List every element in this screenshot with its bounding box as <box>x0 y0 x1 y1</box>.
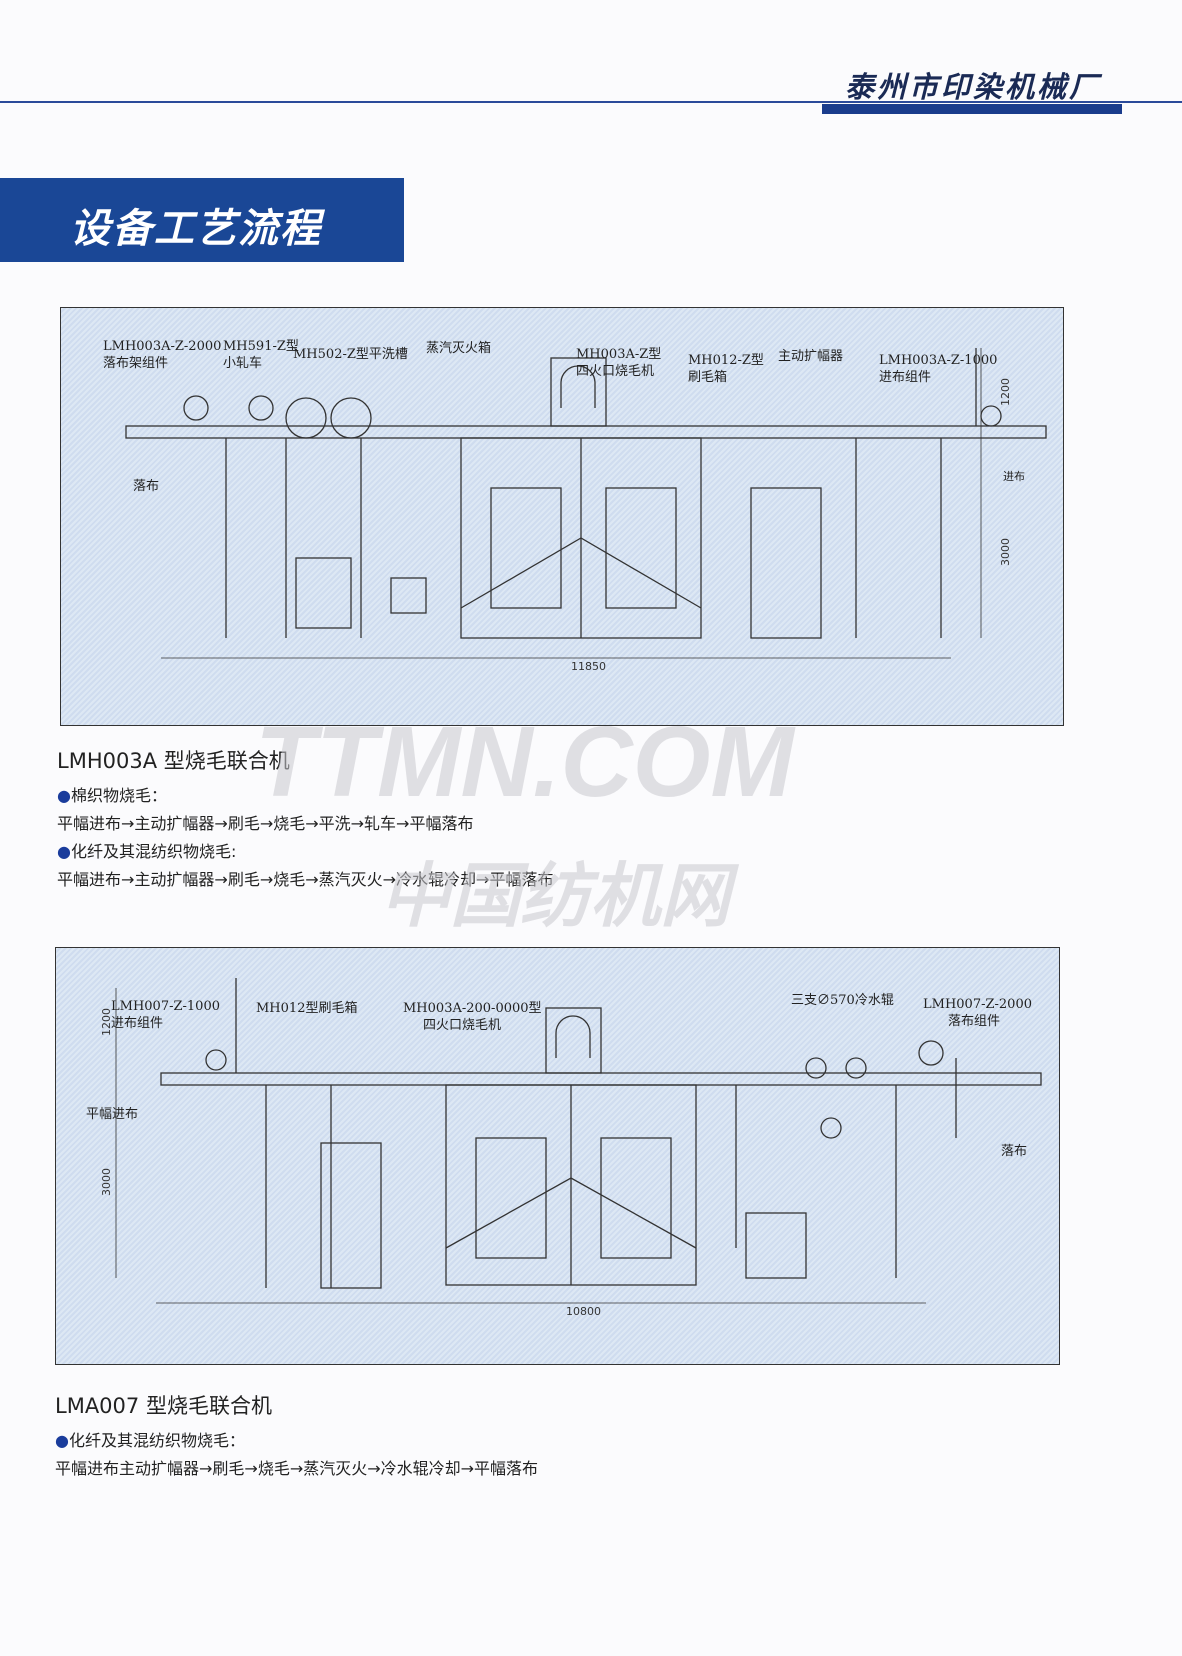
machine1-item2-process: 平幅进布→主动扩幅器→刷毛→烧毛→蒸汽灭火→冷水辊冷却→平幅落布 <box>57 870 554 889</box>
machine1-item1-process: 平幅进布→主动扩幅器→刷毛→烧毛→平洗→轧车→平幅落布 <box>57 814 474 833</box>
label-in: 平幅进布 <box>86 1107 139 1122</box>
dimension-h2: 3000 <box>999 538 1012 566</box>
machine2-item1-process: 平幅进布主动扩幅器→刷毛→烧毛→蒸汽灭火→冷水辊冷却→平幅落布 <box>55 1459 539 1478</box>
dimension-width: 10800 <box>566 1305 601 1318</box>
header-bar <box>822 104 1122 114</box>
section-title-box <box>0 178 404 262</box>
dimension-width: 11850 <box>571 660 606 673</box>
machine-drawing <box>115 978 1042 1304</box>
machine2-title: LMA007 型烧毛联合机 <box>55 1394 272 1418</box>
dimension-h1: 1200 <box>100 1008 113 1036</box>
label-brush-box: MH012型刷毛箱 <box>256 1001 358 1016</box>
header-rule <box>0 101 1182 103</box>
label-brush-box: MH012-Z型刷毛箱 <box>688 353 764 385</box>
label-singeing-machine: MH003A-200-0000型四火口烧毛机 <box>403 1001 542 1033</box>
label-in: 进布 <box>1003 470 1025 483</box>
machine-drawing <box>125 348 1047 659</box>
label-steam-box: 蒸汽灭火箱 <box>426 341 492 356</box>
company-name: 泰州市印染机械厂 <box>845 70 1102 104</box>
machine1-item2-heading: ●化纤及其混纺织物烧毛: <box>57 842 237 861</box>
watermark-site: 中国纺机网 <box>380 855 730 937</box>
machine1-item1-heading: ●棉织物烧毛： <box>57 786 167 805</box>
section-title: 设备工艺流程 <box>70 205 322 252</box>
machine1-title: LMH003A 型烧毛联合机 <box>57 749 290 773</box>
dimension-h1: 1200 <box>999 378 1012 406</box>
dimension-h2: 3000 <box>100 1168 113 1196</box>
label-cooling-rollers: 三支∅570冷水辊 <box>791 993 894 1008</box>
watermark-url: TTMN.COM <box>255 706 794 818</box>
label-expander: 主动扩幅器 <box>778 349 844 364</box>
label-mini-padder: MH591-Z型小轧车 <box>223 339 299 371</box>
label-out: 落布 <box>1001 1144 1028 1159</box>
label-washer: MH502-Z型平洗槽 <box>293 347 408 362</box>
label-singeing-machine: MH003A-Z型四火口烧毛机 <box>576 347 662 379</box>
machine2-item1-heading: ●化纤及其混纺织物烧毛： <box>55 1431 245 1450</box>
label-out: 落布 <box>133 479 160 494</box>
